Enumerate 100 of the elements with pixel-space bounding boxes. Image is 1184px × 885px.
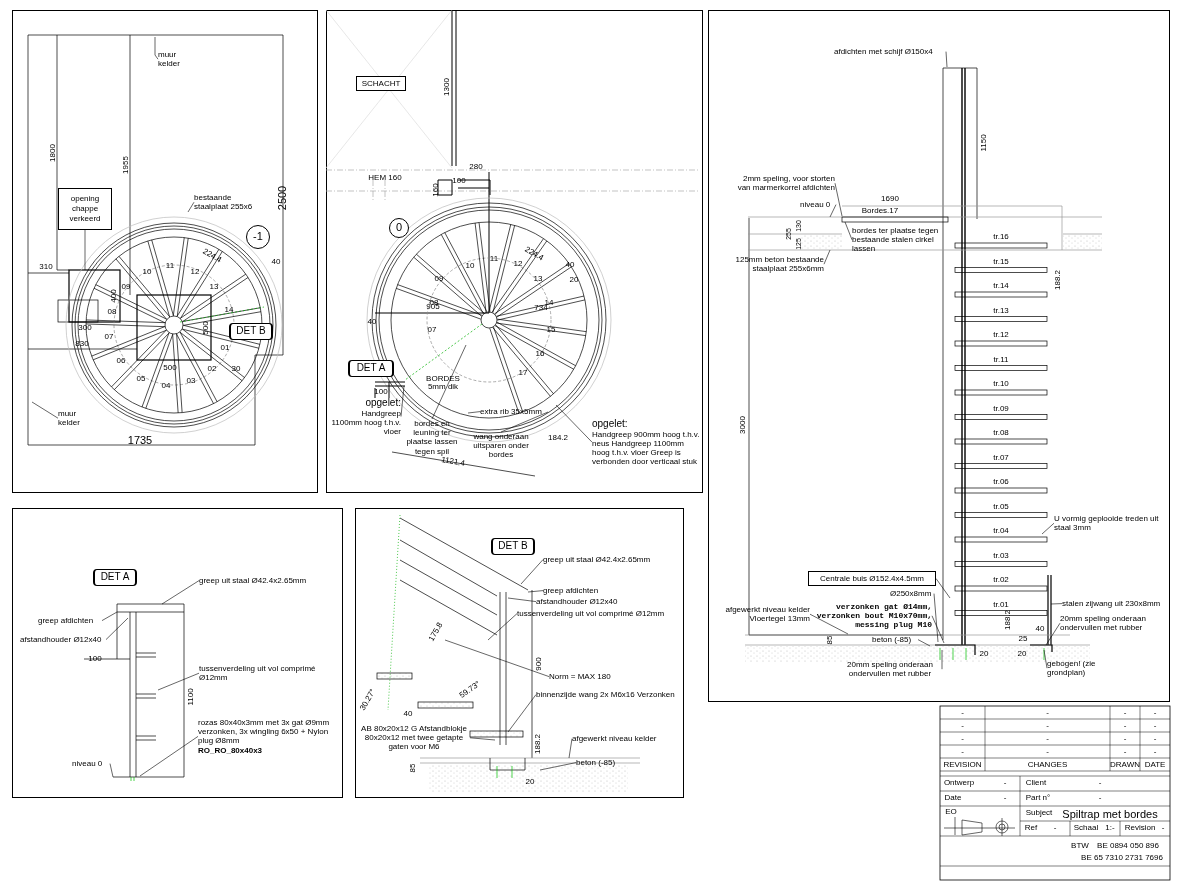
- leader-line: [809, 613, 849, 635]
- step-number: 11: [489, 255, 499, 263]
- annotation-text: greep afdichten: [543, 586, 609, 596]
- dimension-text: 40: [1035, 625, 1045, 633]
- annotation-text: niveau 0: [800, 200, 836, 210]
- annotation-text: U vormig geplooide treden uit staal 3mm: [1054, 514, 1166, 533]
- spiral-stair-plan-drawing: [27, 34, 284, 446]
- title-block-text: Date: [944, 794, 962, 802]
- leader-line: [161, 580, 200, 605]
- tread-label: tr.16: [993, 233, 1009, 241]
- leader-line: [101, 611, 118, 621]
- dimension-text: 188.2: [534, 734, 542, 754]
- dimension-text: 1300: [443, 78, 451, 96]
- leader-line: [444, 639, 550, 677]
- tread-label: tr.04: [993, 527, 1009, 535]
- title-block-text: -: [961, 721, 964, 730]
- leader-line: [933, 593, 939, 643]
- dimension-text: 20: [1017, 650, 1027, 658]
- tread-label: tr.15: [993, 257, 1009, 266]
- dimension-text: 25: [1018, 635, 1028, 643]
- annotation-text: muur kelder: [58, 409, 86, 428]
- leader-line: [84, 229, 86, 271]
- leader-line: [187, 201, 195, 213]
- step-number: 02: [207, 365, 217, 373]
- dimension-text: 400: [110, 289, 118, 303]
- title-block-text: -: [1153, 747, 1157, 756]
- drawing-title: Spiltrap met bordes: [1062, 808, 1158, 820]
- title-block-text: -: [1098, 794, 1102, 802]
- annotation-text: AB 80x20x12 G Afstandblokje 80x20x12 met twee getapte gaten voor M6: [358, 724, 470, 752]
- leader-line: [527, 590, 544, 593]
- title-block-text: 1:-: [1105, 824, 1115, 832]
- leader-line: [139, 736, 199, 777]
- title-block-text: Revision: [1124, 824, 1156, 832]
- dimension-text: 500: [163, 364, 177, 372]
- dimension-text: 85: [409, 763, 417, 773]
- title-block-text: BTW: [1071, 842, 1089, 850]
- step-number: 06: [116, 357, 126, 365]
- annotation-text: afstandhouder Ø12x40: [536, 597, 624, 607]
- title-block-text: -: [1046, 708, 1049, 717]
- dimension-text: 224.4: [201, 247, 223, 265]
- title-block-text: -: [1046, 721, 1049, 730]
- title-block-text: -: [1046, 747, 1049, 756]
- step-number: 09: [434, 275, 444, 283]
- dimension-text: 830: [75, 340, 89, 348]
- annotation-text: muur kelder: [158, 50, 184, 69]
- leader-line: [487, 613, 518, 641]
- step-number: 07: [104, 333, 114, 341]
- dimension-text: 40: [403, 710, 413, 718]
- leader-line: [520, 559, 544, 585]
- step-number: 10: [142, 268, 152, 276]
- leader-line: [823, 249, 831, 265]
- annotation-text: binnenzijde wang 2x M6x16 Verzonken: [536, 690, 682, 700]
- title-block-text: -: [1003, 794, 1007, 802]
- title-block-text: -: [1161, 824, 1165, 832]
- dimension-text: 224.4: [523, 245, 545, 263]
- annotation-text: greep uit staal Ø42.4x2.65mm: [543, 555, 667, 565]
- title-block-text: -: [1153, 721, 1157, 730]
- dimension-text: 1735: [127, 434, 153, 446]
- leader-line: [467, 411, 481, 414]
- tread-label: tr.03: [993, 551, 1009, 560]
- leader-line: [941, 649, 943, 670]
- annotation-text: Ø250x8mm: [890, 589, 934, 599]
- leader-line: [400, 385, 405, 417]
- step-number: 12: [513, 260, 523, 268]
- step-number: 13: [209, 283, 219, 291]
- title-block-text: Client: [1025, 779, 1047, 787]
- annotation-text: beton (-85): [872, 635, 918, 645]
- leader-line: [844, 221, 853, 241]
- tread-label: tr.14: [993, 282, 1009, 290]
- step-number: 13: [533, 275, 543, 283]
- step-number: 05: [136, 375, 146, 383]
- note-text: BORDES 5mm dik: [425, 375, 461, 391]
- dimension-text: 100: [88, 655, 102, 663]
- title-block-text: BE 0894 050 896: [1097, 842, 1159, 850]
- tread-label: tr.01: [993, 600, 1009, 609]
- leader-line: [154, 36, 159, 60]
- dimension-text: 1690: [881, 195, 899, 203]
- leader-line: [1050, 603, 1063, 605]
- dimension-text: 188.2: [1054, 270, 1062, 290]
- dimension-text: 3000: [739, 416, 747, 434]
- title-block-text: Subject: [1025, 809, 1053, 817]
- annotation-text: Handgreep 1100mm hoog t.h.v. vloer: [330, 408, 401, 437]
- tread-label: tr.12: [993, 331, 1009, 339]
- leader-line: [507, 694, 537, 733]
- dimension-text: 1121.4: [440, 456, 466, 468]
- leader-line: [431, 344, 467, 420]
- dimension-text: 160: [432, 183, 440, 197]
- title-block-text: -: [1003, 779, 1007, 787]
- dimension-text: HEM 160: [368, 174, 402, 182]
- tread-label: tr.10: [993, 380, 1009, 388]
- title-block-text: -: [961, 747, 964, 756]
- title-block-text: -: [1153, 734, 1157, 743]
- tread-label: tr.11: [993, 355, 1009, 364]
- step-number: 01: [220, 344, 230, 352]
- title-block-text: Schaal: [1073, 824, 1099, 832]
- title-block-text: Ref: [1024, 824, 1038, 832]
- leader-line: [829, 204, 837, 218]
- annotation-text: afstandhouder Ø12x40: [20, 635, 106, 645]
- title-block-text: DRAWN: [1110, 760, 1140, 769]
- part-code: RO_RO_80x40x3: [198, 745, 264, 755]
